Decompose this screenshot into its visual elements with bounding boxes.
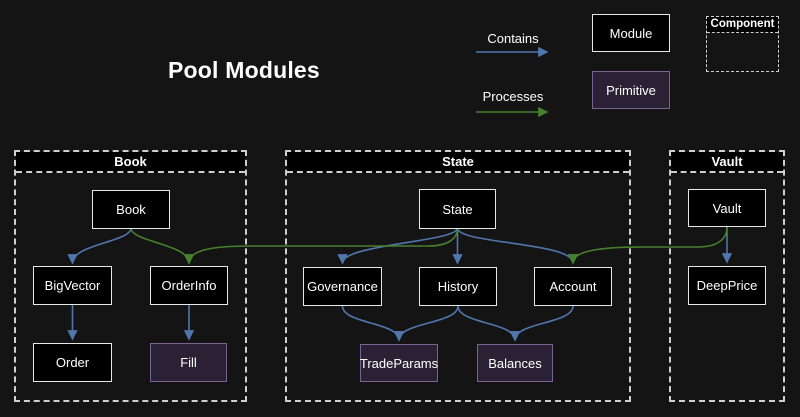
- node-governance: Governance: [303, 267, 382, 306]
- node-tradeparams: TradeParams: [360, 344, 438, 382]
- container-state: State: [285, 150, 631, 402]
- node-balances: Balances: [477, 344, 553, 382]
- container-book-header: Book: [16, 152, 245, 173]
- container-vault-header: Vault: [671, 152, 783, 173]
- node-orderinfo: OrderInfo: [150, 266, 228, 305]
- legend-component-box: Component: [706, 16, 779, 72]
- legend-component-label: Component: [707, 17, 778, 33]
- page-title: Pool Modules: [168, 57, 320, 83]
- node-account: Account: [534, 267, 612, 306]
- container-vault: Vault: [669, 150, 785, 402]
- node-order: Order: [33, 343, 112, 382]
- node-fill: Fill: [150, 343, 227, 382]
- container-book: Book: [14, 150, 247, 402]
- node-book: Book: [92, 190, 170, 229]
- legend-processes-label: Processes: [482, 89, 544, 104]
- node-vault: Vault: [688, 189, 766, 227]
- node-deepprice: DeepPrice: [688, 266, 766, 305]
- node-bigvector: BigVector: [33, 266, 112, 305]
- legend-primitive-box: Primitive: [592, 71, 670, 109]
- container-state-header: State: [287, 152, 629, 173]
- node-state: State: [419, 189, 496, 229]
- node-history: History: [419, 267, 497, 306]
- legend-module-box: Module: [592, 14, 670, 52]
- legend-contains-label: Contains: [487, 31, 539, 46]
